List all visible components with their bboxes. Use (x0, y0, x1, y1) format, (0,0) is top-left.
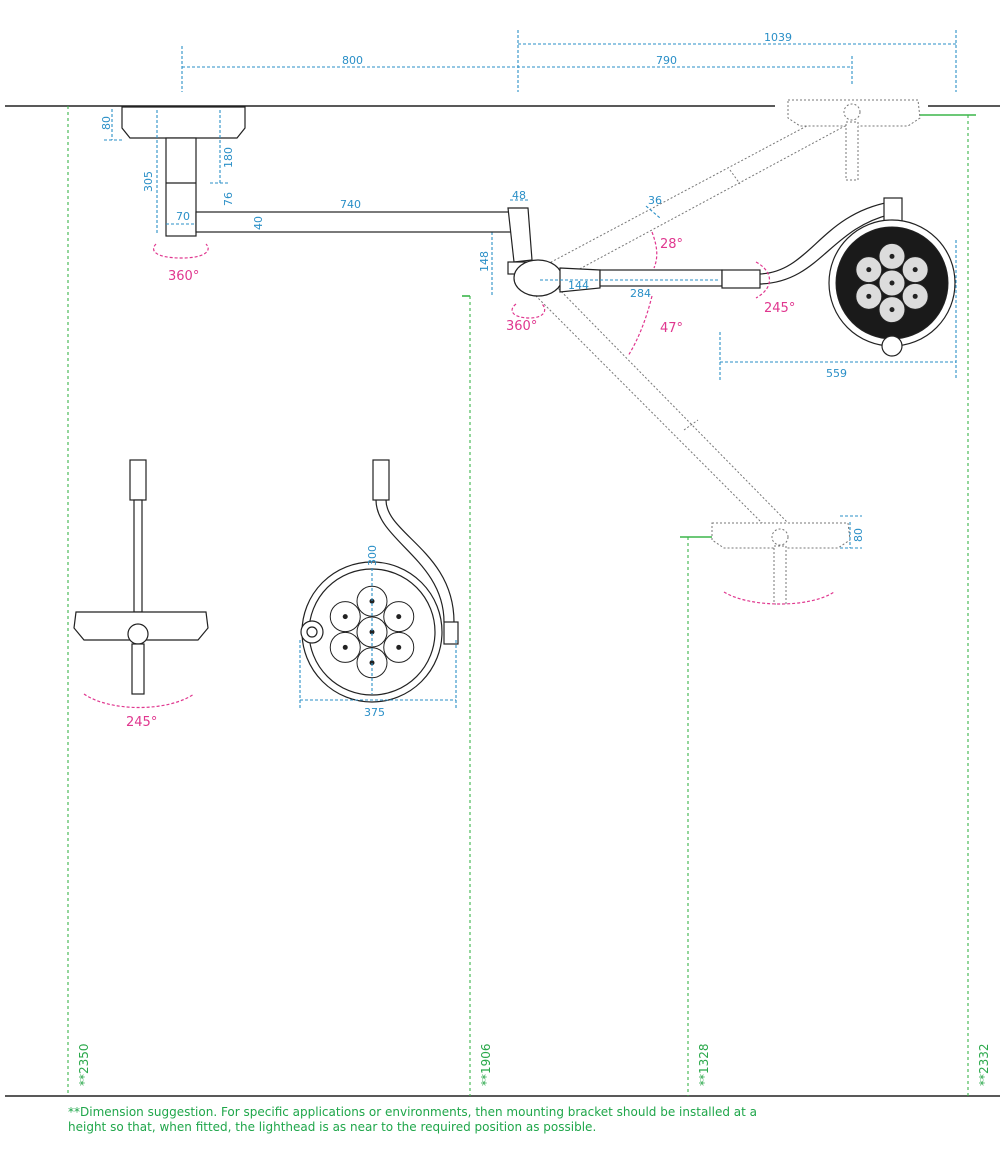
dim-head-diameter: 375 (364, 706, 385, 719)
angle-head-rotation: 245° (764, 301, 795, 316)
spring-arm (513, 197, 903, 297)
led-center (369, 629, 375, 635)
dim-tube-offset: 76 (222, 192, 235, 206)
front-dimension-lines (299, 568, 457, 708)
led-center (342, 644, 348, 650)
top-dimension-lines (181, 30, 957, 92)
led-center (866, 267, 872, 273)
lower-head-dimension (840, 515, 862, 549)
led-center (889, 307, 895, 313)
led-center (396, 614, 402, 620)
dim-tube-width: 70 (176, 210, 190, 223)
side-lighthead (73, 459, 209, 695)
dim-span-reach: 790 (656, 54, 677, 67)
angle-joint-rotation: 360° (506, 319, 537, 334)
dim-joint-height: 148 (478, 251, 491, 272)
led-center (342, 614, 348, 620)
angle-down-tilt: 47° (660, 321, 683, 336)
dim-canopy-height: 80 (100, 116, 113, 130)
dim-upper-width: 36 (648, 194, 662, 207)
dim-arm-thickness: 40 (252, 216, 265, 230)
height-label-1: **2350 (77, 1043, 91, 1086)
dim-head-reach: 559 (826, 367, 847, 380)
dim-joint-width: 48 (512, 189, 526, 202)
dim-span-arm: 800 (342, 54, 363, 67)
dim-spring-length: 284 (630, 287, 651, 300)
dim-head-thickness: 80 (852, 528, 865, 542)
dim-span-total: 1039 (764, 31, 792, 44)
spring-dimension-lines (540, 205, 957, 380)
front-lighthead (300, 459, 459, 703)
rotation-arrows (83, 231, 835, 709)
main-lighthead (828, 219, 956, 357)
dim-tube-height: 305 (142, 171, 155, 192)
led-modules-main (855, 242, 929, 324)
led-center (912, 293, 918, 299)
upper-arm-ghost (539, 99, 921, 287)
dim-head-height: 300 (366, 545, 379, 566)
footnote: **Dimension suggestion. For specific app… (68, 1105, 758, 1134)
led-center (396, 644, 402, 650)
led-center (912, 267, 918, 273)
dim-spring-width: 144 (568, 279, 589, 292)
led-center (369, 598, 375, 604)
dim-arm-length: 740 (340, 198, 361, 211)
led-center (889, 280, 895, 286)
ceiling-mount (121, 106, 246, 237)
dim-tube-inner: 180 (222, 147, 235, 168)
led-modules-front (329, 585, 415, 679)
height-label-2: **1906 (479, 1043, 493, 1086)
angle-up-tilt: 28° (660, 237, 683, 252)
led-center (866, 293, 872, 299)
lower-arm-ghost (529, 279, 851, 605)
height-label-4: **2332 (977, 1043, 991, 1086)
led-center (889, 253, 895, 259)
angle-side-rotation: 245° (126, 715, 157, 730)
angle-base-rotation: 360° (168, 269, 199, 284)
led-center (369, 660, 375, 666)
height-label-3: **1328 (697, 1043, 711, 1086)
